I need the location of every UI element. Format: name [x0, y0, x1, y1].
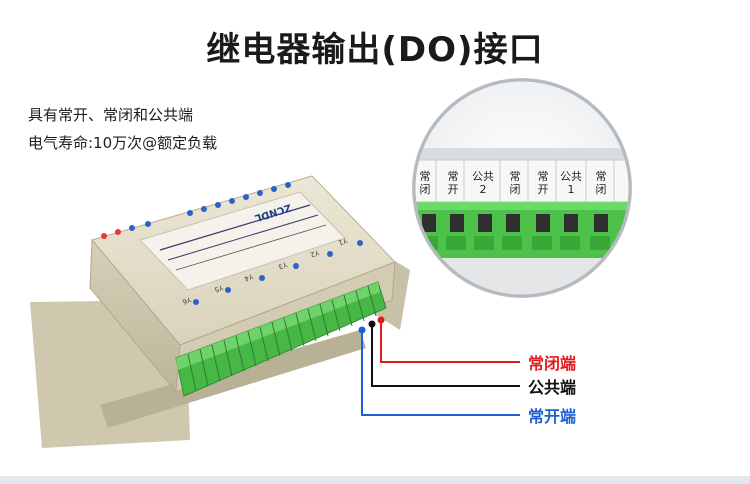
wire-nc-dot [377, 316, 385, 324]
feature-lifetime: 电气寿命:10万次@额定负载 [28, 134, 218, 152]
terminal-label-line: 闭 [509, 183, 521, 196]
zoom-terminal-label-2: 常 开 [440, 166, 466, 200]
legend-normally-open: 常开端 [528, 407, 577, 426]
zoom-terminal-label-1: 常 闭 [412, 166, 438, 200]
terminal-label-line: 闭 [419, 183, 431, 196]
terminal-label-line: 闭 [595, 183, 607, 196]
page-title: 继电器输出(DO)接口 [206, 30, 544, 70]
device-label-y5: Y5 [213, 283, 225, 294]
terminal-label-line: 常 [509, 170, 521, 183]
legend-normally-closed: 常闭端 [528, 354, 577, 373]
device-label-y6: Y6 [181, 295, 193, 306]
zoom-terminal-label-7: 常 闭 [588, 166, 614, 200]
terminal-label-line: 开 [447, 183, 459, 196]
enclosure [89, 175, 396, 394]
terminal-label-line: 公共 [560, 170, 582, 183]
zoom-terminal-label-3: 公共 2 [470, 166, 496, 200]
terminal-label-line: 2 [479, 183, 487, 196]
terminal-label-line: 常 [537, 170, 549, 183]
zoom-terminal-label-5: 常 开 [530, 166, 556, 200]
device-label-y2: Y2 [309, 248, 321, 259]
terminal-label-line: 公共 [472, 170, 494, 183]
feature-contacts: 具有常开、常闭和公共端 [28, 106, 194, 124]
terminal-block-strip [175, 281, 387, 397]
zoom-terminal-label-4: 常 闭 [502, 166, 528, 200]
terminal-label-line: 常 [419, 170, 431, 183]
wire-normally-open [361, 330, 520, 416]
wire-com-dot [368, 320, 376, 328]
wire-normally-closed [380, 320, 520, 363]
device-label-y3: Y3 [277, 260, 289, 271]
zoom-terminal-label-6: 公共 1 [558, 166, 584, 200]
terminal-label-line: 常 [447, 170, 459, 183]
device-label-y4: Y4 [243, 272, 255, 283]
legend-common: 公共端 [528, 378, 577, 397]
terminal-label-line: 常 [595, 170, 607, 183]
wire-no-dot [358, 326, 366, 334]
terminal-label-line: 开 [537, 183, 549, 196]
device-label-y1: Y1 [337, 236, 349, 247]
wire-common [371, 324, 520, 387]
bottom-divider [0, 476, 750, 484]
terminal-label-line: 1 [567, 183, 575, 196]
